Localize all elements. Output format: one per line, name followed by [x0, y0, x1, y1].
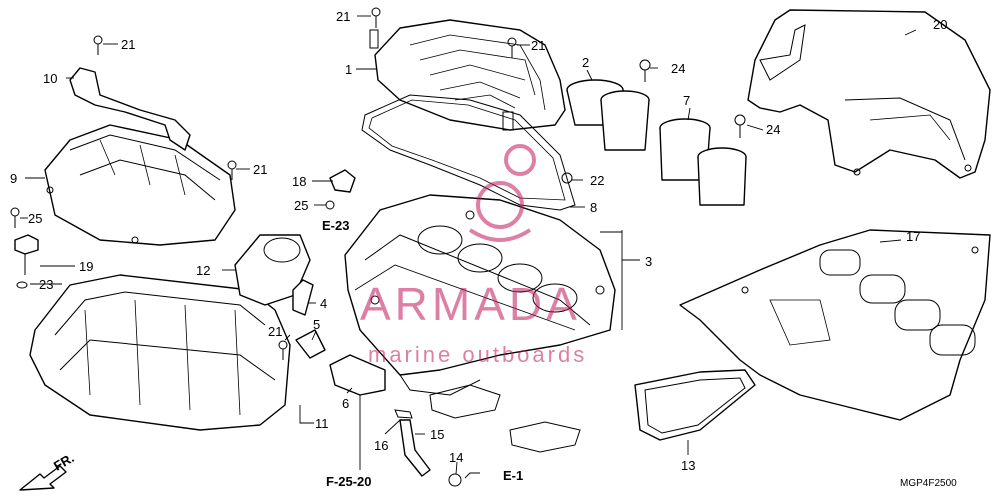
bracket-part	[69, 67, 191, 151]
cover-seal-part	[361, 94, 576, 211]
callout-12: 12	[196, 263, 210, 278]
watermark-title: ARMADA	[360, 278, 581, 330]
pad-part-6	[329, 354, 386, 396]
callout-16: 16	[374, 438, 388, 453]
callout-7: 7	[683, 93, 690, 108]
heat-shield-part	[679, 229, 991, 421]
callout-21-cover: 21	[531, 38, 545, 53]
front-direction-arrow-icon	[19, 465, 67, 491]
callout-11: 11	[315, 416, 329, 431]
armada-logo	[468, 144, 536, 242]
callout-24-lower: 24	[766, 122, 780, 137]
callout-9: 9	[10, 171, 17, 186]
callout-21-top: 21	[336, 9, 350, 24]
callout-15: 15	[430, 427, 444, 442]
callout-21-lower: 21	[268, 324, 282, 339]
reference-f2520: F-25-20	[326, 474, 372, 489]
sensor-part	[329, 169, 356, 193]
bolt-assembly-part	[14, 234, 39, 289]
callout-13: 13	[681, 458, 695, 473]
callout-19: 19	[79, 259, 93, 274]
pad-part-5	[295, 329, 326, 359]
watermark-subtitle: marine outboards	[368, 342, 587, 367]
callout-20: 20	[933, 17, 947, 32]
air-cleaner-case-part	[344, 194, 616, 396]
upper-duct-part	[44, 124, 236, 246]
callout-5: 5	[313, 317, 320, 332]
callout-3: 3	[645, 254, 652, 269]
callout-24-upper: 24	[671, 61, 685, 76]
lower-gaskets-part	[429, 384, 581, 453]
callout-1: 1	[345, 62, 352, 77]
funnel-part-7	[659, 118, 747, 206]
callout-21-duct: 21	[253, 162, 267, 177]
intake-boot-part	[234, 234, 311, 306]
reference-labels: E-23 E-1 F-25-20	[322, 218, 523, 489]
callout-6: 6	[342, 396, 349, 411]
callout-25-left: 25	[28, 211, 42, 226]
callout-labels: 1 2 3 4 5 6 7 8 9 10 11 12 13 14 15 16 1…	[10, 9, 947, 473]
callout-8: 8	[590, 200, 597, 215]
callout-14: 14	[449, 450, 463, 465]
callout-2: 2	[582, 55, 589, 70]
reference-e23: E-23	[322, 218, 349, 233]
pad-part-4	[292, 279, 314, 316]
callout-25-center: 25	[294, 198, 308, 213]
reference-e1: E-1	[503, 468, 523, 483]
callout-23-left: 23	[39, 277, 53, 292]
callout-21-left: 21	[121, 37, 135, 52]
screw-icons	[10, 7, 746, 360]
callout-18: 18	[292, 174, 306, 189]
callout-10: 10	[43, 71, 57, 86]
callout-22: 22	[590, 173, 604, 188]
drain-hose-part	[394, 409, 462, 487]
air-cleaner-cover-part	[369, 19, 566, 131]
seal-ring-part	[634, 369, 756, 441]
funnel-part-2	[566, 79, 650, 151]
callout-17: 17	[906, 229, 920, 244]
callout-4: 4	[320, 296, 327, 311]
engine-cover-part	[747, 9, 991, 179]
lower-case-part	[29, 274, 291, 431]
leader-lines	[20, 15, 917, 479]
diagram-code: MGP4F2500	[900, 478, 957, 489]
